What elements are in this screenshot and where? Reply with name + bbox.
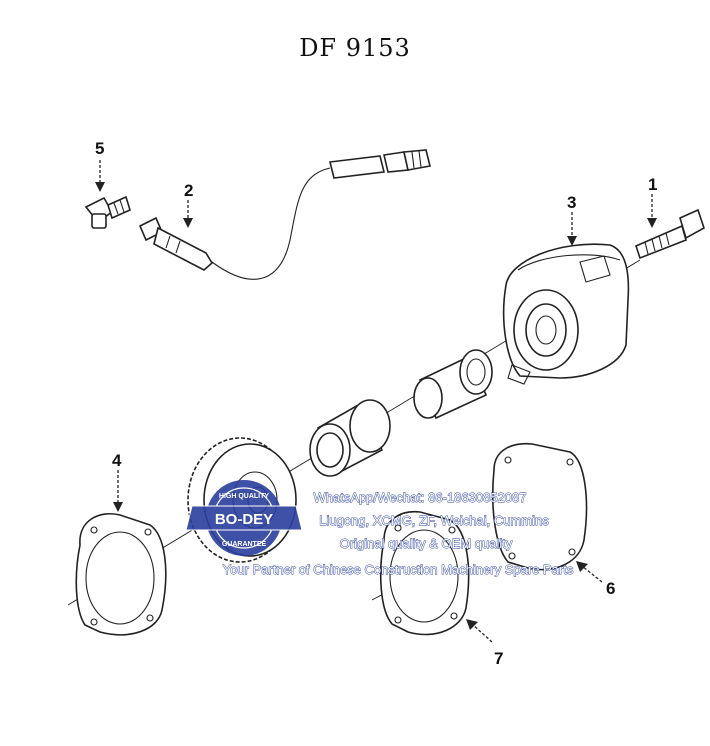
- bearing: [309, 399, 391, 477]
- part-6-cover-plate: [491, 442, 588, 571]
- watermark-line-tagline: Your Partner of Chinese Construction Mac…: [223, 562, 574, 577]
- diagram-title: DF 9153: [299, 34, 411, 62]
- part-4-gasket: [75, 513, 167, 636]
- callout-2: 2: [184, 181, 193, 200]
- seal-center-text: BO-DEY: [215, 511, 273, 528]
- seal-ring-top-text: HIGH QUALITY: [219, 493, 269, 500]
- callout-3: 3: [567, 193, 576, 212]
- callout-1: 1: [648, 175, 657, 194]
- part-7-gasket: [379, 511, 470, 636]
- seal-ring-bottom-text: GUARANTEE: [222, 541, 267, 548]
- callout-7: 7: [494, 649, 503, 668]
- watermark-line-brands: Liugong, XCMG, ZF, Weichai, Cummins: [319, 513, 549, 528]
- callout-5: 5: [95, 139, 104, 158]
- watermark-seal: BO-DEY HIGH QUALITY GUARANTEE: [185, 480, 303, 556]
- part-3-housing: [502, 243, 630, 385]
- callout-4: 4: [112, 451, 122, 470]
- bushing-sleeve: [413, 349, 493, 420]
- watermark-line-contact: WhatsApp/Wechat: 86-18630852087: [314, 490, 527, 505]
- part-1-bolt: [635, 208, 705, 260]
- part-5-elbow-fitting: [84, 195, 131, 229]
- watermark-line-quality: Original quality & OEM quality: [340, 536, 513, 551]
- callout-leaders: [95, 160, 657, 643]
- callout-6: 6: [606, 579, 615, 598]
- part-2-speed-sensor: [138, 149, 431, 280]
